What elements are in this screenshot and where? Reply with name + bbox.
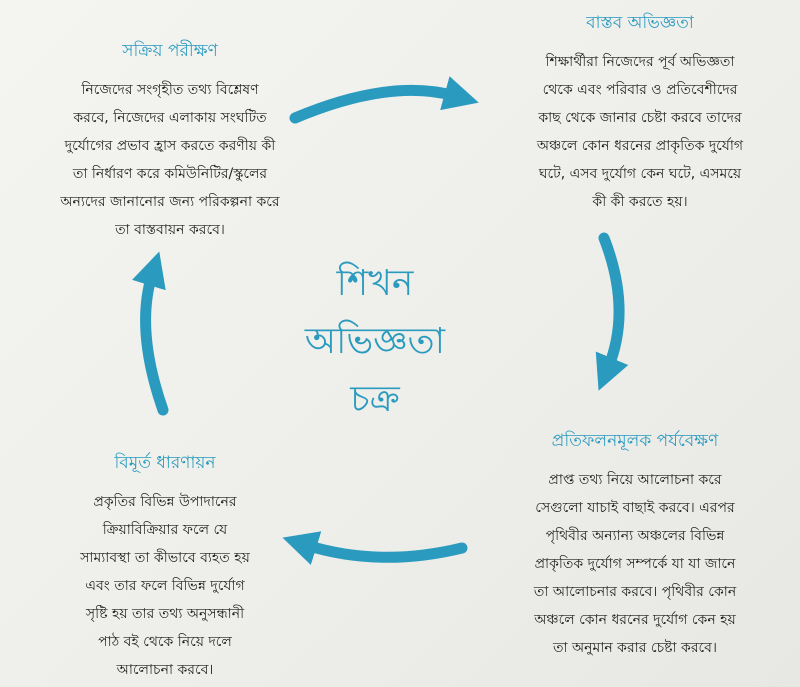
center-title-line: অভিজ্ঞতা xyxy=(304,321,446,362)
arrow-bottom xyxy=(282,531,468,565)
description-line: শিক্ষার্থীরা নিজেদের পূর্ব অভিজ্ঞতা xyxy=(545,54,735,70)
description-line: কাছ থেকে জানার চেষ্টা করবে তাদের xyxy=(538,110,742,126)
description-line: কী কী করতে হয়। xyxy=(592,194,688,210)
description-line: অঞ্চলে কোন ধরনের প্রাকৃতিক দুর্যোগ xyxy=(536,138,744,154)
description-line: এবং তার ফলে বিভিন্ন দুর্যোগ xyxy=(85,578,245,594)
description-line: প্রাকৃতিক দুর্যোগ সম্পর্কে যা যা জানে xyxy=(534,556,736,572)
description-line: আলোচনা করবে। xyxy=(116,662,214,678)
arrow-top xyxy=(289,76,479,124)
description-line: তা বাস্তবায়ন করবে। xyxy=(115,222,225,238)
stage-title: বিমূর্ত ধারণায়ন xyxy=(114,453,216,473)
description-line: পৃথিবীর অন্যান্য অঞ্চলের বিভিন্ন xyxy=(545,528,725,544)
description-line: থেকে এবং পরিবার ও প্রতিবেশীদের xyxy=(542,82,738,98)
stage-title: বাস্তব অভিজ্ঞতা xyxy=(586,13,694,33)
stage-title: প্রতিফলনমূলক পর্যবেক্ষণ xyxy=(551,431,719,451)
description-line: সেগুলো যাচাই বাছাই করবে। এরপর xyxy=(535,500,735,516)
stage-description: শিক্ষার্থীরা নিজেদের পূর্ব অভিজ্ঞতা থেকে… xyxy=(480,48,800,216)
cycle-center-title: শিখন অভিজ্ঞতা চক্র xyxy=(280,255,470,429)
arrow-left xyxy=(132,251,169,416)
description-line: ঘটে, এসব দুর্যোগ কেন ঘটে, এসময়ে xyxy=(538,166,742,182)
description-line: পাঠ বই থেকে নিয়ে দলে xyxy=(98,634,232,650)
stage-abstract-conceptualization: বিমূর্ত ধারণায়ন প্রকৃতির বিভিন্ন উপাদান… xyxy=(20,450,310,684)
stage-title: সক্রিয় পরীক্ষণ xyxy=(122,41,218,61)
stage-description: নিজেদের সংগৃহীত তথ্য বিশ্লেষণ করবে, নিজে… xyxy=(20,76,320,244)
description-line: তা আলোচনার করবে। পৃথিবীর কোন xyxy=(533,584,737,600)
center-title-line: শিখন xyxy=(336,263,414,304)
center-title-line: চক্র xyxy=(350,379,400,420)
stage-description: প্রাপ্ত তথ্য নিয়ে আলোচনা করে সেগুলো যাচ… xyxy=(470,466,800,662)
description-line: সাম্যাবস্থা তা কীভাবে ব্যহত হয় xyxy=(80,550,250,566)
description-line: প্রকৃতির বিভিন্ন উপাদানের xyxy=(93,494,237,510)
stage-concrete-experience: বাস্তব অভিজ্ঞতা শিক্ষার্থীরা নিজেদের পূর… xyxy=(480,10,800,216)
description-line: ক্রিয়াবিক্রিয়ার ফলে যে xyxy=(102,522,228,538)
description-line: করবে, নিজেদের এলাকায় সংঘটিত xyxy=(73,110,267,126)
stage-active-experimentation: সক্রিয় পরীক্ষণ নিজেদের সংগৃহীত তথ্য বিশ… xyxy=(20,38,320,244)
description-line: প্রাপ্ত তথ্য নিয়ে আলোচনা করে xyxy=(548,472,722,488)
description-line: তা অনুমান করার চেষ্টা করবে। xyxy=(553,640,717,656)
stage-reflective-observation: প্রতিফলনমূলক পর্যবেক্ষণ প্রাপ্ত তথ্য নিয… xyxy=(470,428,800,662)
description-line: দুর্যোগের প্রভাব হ্রাস করতে করণীয় কী xyxy=(64,138,276,154)
description-line: সৃষ্টি হয় তার তথ্য অনুসন্ধানী xyxy=(85,606,245,622)
arrow-right xyxy=(595,232,629,391)
stage-description: প্রকৃতির বিভিন্ন উপাদানের ক্রিয়াবিক্রিয… xyxy=(20,488,310,684)
description-line: নিজেদের সংগৃহীত তথ্য বিশ্লেষণ xyxy=(81,82,259,98)
description-line: তা নির্ধারণ করে কমিউনিটির/স্কুলের xyxy=(72,166,268,182)
description-line: অন্যদের জানানোর জন্য পরিকল্পনা করে xyxy=(60,194,280,210)
description-line: অঞ্চলে কোন ধরনের দুর্যোগ কেন হয় xyxy=(534,612,736,628)
